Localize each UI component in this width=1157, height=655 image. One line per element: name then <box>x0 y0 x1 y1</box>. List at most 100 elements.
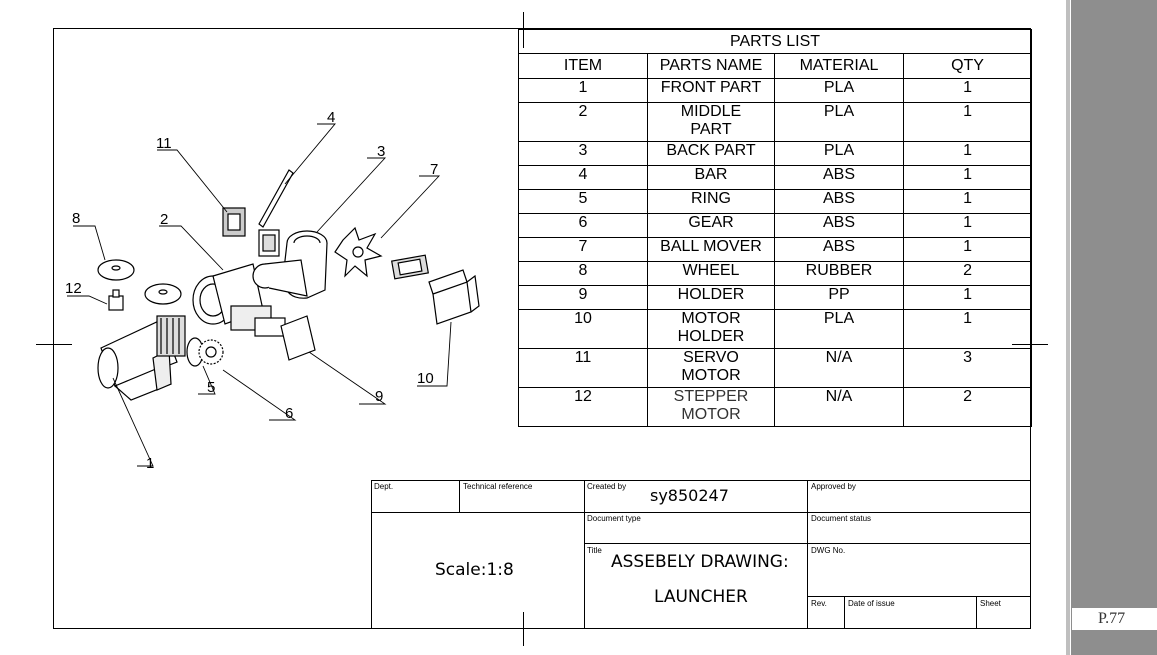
cell-name: BAR <box>647 165 775 190</box>
cell-item: 2 <box>518 102 648 142</box>
part-bar <box>258 169 294 228</box>
part-middle-body <box>192 263 286 337</box>
cell-material: N/A <box>774 348 904 388</box>
part-stepper-motor <box>108 289 124 311</box>
center-mark-bottom <box>523 612 524 646</box>
exploded-assembly-view: 1 2 3 4 5 6 7 8 9 10 11 12 <box>65 109 480 472</box>
part-wheel-a <box>97 259 135 281</box>
cell-name: HOLDER <box>647 285 775 310</box>
cell-qty: 1 <box>902 189 1033 214</box>
doc-status-label: Document status <box>811 514 872 523</box>
callout-labels: 1 2 3 4 5 6 7 8 9 10 11 12 <box>65 109 438 472</box>
cell-material: ABS <box>774 189 904 214</box>
cell-name: MIDDLE PART <box>647 102 775 142</box>
table-row: 6 GEAR ABS 1 <box>518 213 1033 238</box>
cell-item: 7 <box>518 237 648 262</box>
callout-1: 1 <box>146 455 154 472</box>
cell-qty: 2 <box>902 387 1033 427</box>
cell-material: PLA <box>774 309 904 349</box>
cell-qty: 1 <box>902 165 1033 190</box>
part-motor-holder <box>428 269 480 325</box>
cell-item: 1 <box>518 78 648 103</box>
part-servo-motor-a <box>222 207 246 237</box>
table-row: 8 WHEEL RUBBER 2 <box>518 261 1033 286</box>
callout-7: 7 <box>430 161 438 178</box>
parts-list-title: PARTS LIST <box>517 29 1033 54</box>
cell-item: 5 <box>518 189 648 214</box>
cell-material: ABS <box>774 213 904 238</box>
cell-item: 12 <box>518 387 648 427</box>
cell-material: ABS <box>774 237 904 262</box>
part-holder-plate <box>280 315 316 361</box>
cell-qty: 1 <box>902 309 1033 349</box>
drawing-title-line1: ASSEBELY DRAWING: <box>611 552 789 572</box>
cell-name: WHEEL <box>647 261 775 286</box>
leader-lines <box>67 123 452 467</box>
callout-12: 12 <box>65 280 82 297</box>
cell-item: 9 <box>518 285 648 310</box>
callout-5: 5 <box>207 379 215 396</box>
drawing-title-line2: LAUNCHER <box>654 587 748 607</box>
cell-name: BALL MOVER <box>647 237 775 262</box>
sheet-label: Sheet <box>980 599 1001 608</box>
callout-11: 11 <box>156 135 172 152</box>
part-back-elbow <box>252 230 328 299</box>
callout-3: 3 <box>377 143 385 160</box>
cell-item: 6 <box>518 213 648 238</box>
created-by-label: Created by <box>587 482 627 491</box>
page-sidebar <box>1071 0 1157 655</box>
table-row: 9 HOLDER PP 1 <box>518 285 1033 310</box>
callout-8: 8 <box>72 210 80 227</box>
part-front-tube <box>97 315 186 401</box>
table-row: 10 MOTOR HOLDER PLA 1 <box>518 309 1033 349</box>
callout-10: 10 <box>417 370 434 387</box>
header-material: MATERIAL <box>774 53 904 79</box>
cell-material: ABS <box>774 165 904 190</box>
callout-4: 4 <box>327 109 335 126</box>
table-row: 11 SERVO MOTOR N/A 3 <box>518 348 1033 388</box>
part-wheel-b <box>144 283 182 305</box>
approved-by-label: Approved by <box>811 482 856 491</box>
header-parts-name: PARTS NAME <box>647 53 775 79</box>
cell-name: RING <box>647 189 775 214</box>
table-row: 1 FRONT PART PLA 1 <box>518 78 1033 103</box>
dwg-no-label: DWG No. <box>811 546 846 555</box>
cell-qty: 1 <box>902 213 1033 238</box>
created-by-value: sy850247 <box>650 486 729 505</box>
cell-qty: 2 <box>902 261 1033 286</box>
cell-qty: 1 <box>902 78 1033 103</box>
cell-name: FRONT PART <box>647 78 775 103</box>
cell-name: BACK PART <box>647 141 775 166</box>
table-row: 4 BAR ABS 1 <box>518 165 1033 190</box>
cell-material: PLA <box>774 78 904 103</box>
cell-item: 11 <box>518 348 648 388</box>
cell-material: RUBBER <box>774 261 904 286</box>
callout-9: 9 <box>375 388 383 405</box>
title-label: Title <box>587 546 602 555</box>
scale-label: Scale:1:8 <box>435 560 514 580</box>
callout-6: 6 <box>285 405 293 422</box>
table-row: 2 MIDDLE PART PLA 1 <box>518 102 1033 142</box>
part-servo-motor-c <box>391 254 429 280</box>
cell-material: PLA <box>774 102 904 142</box>
cell-item: 3 <box>518 141 648 166</box>
cell-material: PP <box>774 285 904 310</box>
doc-type-label: Document type <box>587 514 641 523</box>
cell-item: 4 <box>518 165 648 190</box>
table-row: 7 BALL MOVER ABS 1 <box>518 237 1033 262</box>
table-row: 12 STEPPER MOTOR N/A 2 <box>518 387 1033 427</box>
parts-list-table: PARTS LIST ITEM PARTS NAME MATERIAL QTY … <box>517 29 1033 427</box>
callout-2: 2 <box>160 211 168 228</box>
part-ball-mover <box>334 226 383 278</box>
rev-label: Rev. <box>811 599 827 608</box>
cell-qty: 1 <box>902 285 1033 310</box>
cell-name: SERVO MOTOR <box>647 348 775 388</box>
sidebar-divider <box>1066 0 1070 655</box>
table-row: 3 BACK PART PLA 1 <box>518 141 1033 166</box>
center-mark-left <box>36 344 72 345</box>
cell-name: GEAR <box>647 213 775 238</box>
cell-name: STEPPER MOTOR <box>647 387 775 427</box>
cell-qty: 3 <box>902 348 1033 388</box>
cell-material: PLA <box>774 141 904 166</box>
part-gear <box>198 339 224 365</box>
